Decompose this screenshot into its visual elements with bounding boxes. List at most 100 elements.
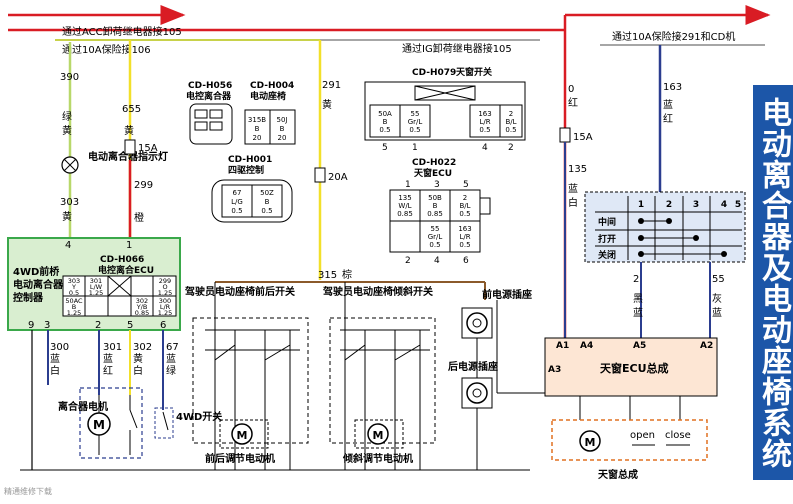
- ecu-name: 电控离合ECU: [98, 264, 154, 276]
- watermark: 精通维修下载: [4, 486, 52, 496]
- switch-4wd-icon: [162, 411, 169, 431]
- svg-text:20: 20: [253, 134, 262, 142]
- svg-text:Y: Y: [71, 283, 76, 291]
- svg-text:B: B: [72, 303, 76, 311]
- rear-socket-label: 后电源插座: [448, 360, 498, 373]
- svg-text:1: 1: [638, 200, 644, 210]
- motor-tilt-icon: M: [367, 423, 389, 445]
- w655-color: 黄: [124, 124, 134, 137]
- svg-text:Y/B: Y/B: [136, 303, 148, 311]
- h001-name: 四驱控制: [228, 164, 264, 176]
- svg-text:A4: A4: [580, 341, 593, 351]
- svg-text:315B: 315B: [248, 116, 266, 124]
- w303-num: 303: [60, 197, 79, 208]
- svg-text:Gr/L: Gr/L: [408, 118, 423, 126]
- w55-c2: 蓝: [712, 307, 722, 319]
- svg-text:5: 5: [735, 200, 741, 210]
- motor-tilt-box: [354, 419, 404, 449]
- svg-text:B: B: [280, 125, 285, 133]
- svg-text:B: B: [433, 202, 438, 210]
- svg-text:0.5: 0.5: [231, 207, 242, 215]
- w67-c2: 绿: [166, 364, 176, 377]
- svg-text:135: 135: [398, 194, 411, 202]
- w300-num: 300: [50, 342, 69, 353]
- ig-label: 通过IG卸荷继电器接105: [402, 42, 512, 55]
- svg-text:6: 6: [160, 320, 166, 331]
- svg-text:L/R: L/R: [459, 233, 470, 241]
- limit-switch-icon: [129, 395, 138, 455]
- w2-c1: 黑: [633, 293, 643, 305]
- svg-text:3: 3: [44, 320, 50, 331]
- sunroof-ecu-pins: A1 A4 A5 A2 A3: [548, 341, 713, 375]
- svg-text:2: 2: [508, 143, 514, 153]
- svg-text:B/L: B/L: [505, 118, 516, 126]
- svg-text:0.5: 0.5: [69, 289, 79, 297]
- clutch-motor-group: [79, 387, 143, 459]
- sunroof-switch-cols: 1 2 3 4 5: [638, 200, 741, 210]
- ecu-pin-1: 1: [126, 240, 132, 251]
- svg-text:0.85: 0.85: [397, 210, 413, 218]
- svg-text:A2: A2: [700, 341, 713, 351]
- svg-text:302: 302: [136, 297, 148, 305]
- svg-text:M: M: [373, 429, 384, 442]
- w315-num: 315: [318, 270, 337, 281]
- w655-num: 655: [122, 104, 141, 115]
- motor-fb-label: 前后调节电动机: [205, 452, 275, 465]
- svg-text:55: 55: [411, 110, 420, 118]
- clutch-motor-icon: M: [87, 412, 111, 436]
- seat-switch-tilt-contacts: [340, 282, 430, 470]
- rear-socket-icon: [461, 377, 493, 409]
- svg-text:20: 20: [278, 134, 287, 142]
- svg-text:W/L: W/L: [398, 202, 411, 210]
- svg-text:0.5: 0.5: [459, 241, 470, 249]
- svg-text:2: 2: [666, 200, 672, 210]
- w135-c1: 蓝: [568, 183, 578, 195]
- front-socket-label: 前电源插座: [482, 288, 532, 301]
- w299-num: 299: [134, 180, 153, 191]
- svg-text:0.5: 0.5: [505, 126, 516, 134]
- svg-text:0.85: 0.85: [427, 210, 443, 218]
- w291-num: 291: [322, 80, 341, 91]
- svg-text:300: 300: [159, 297, 171, 305]
- ecu-connector: [62, 275, 177, 317]
- switch-4wd-box: [154, 407, 174, 439]
- h079-name: 天窗开关: [456, 66, 492, 78]
- fuse106-label: 通过10A保险接106: [62, 43, 151, 56]
- h079-code: CD-H079: [412, 68, 456, 78]
- svg-text:299: 299: [159, 277, 171, 285]
- svg-text:3: 3: [693, 200, 699, 210]
- svg-text:2: 2: [509, 110, 513, 118]
- h056-name: 电控离合器: [186, 90, 232, 102]
- h056-code: CD-H056: [188, 81, 232, 91]
- svg-text:9: 9: [28, 320, 34, 331]
- sunroof-ecu-title: 天窗ECU总成: [600, 361, 669, 375]
- svg-text:67: 67: [233, 189, 242, 197]
- w291-color: 黄: [322, 98, 332, 111]
- w163-num: 163: [663, 82, 682, 93]
- w0-num: 0: [568, 84, 574, 95]
- svg-text:Gr/L: Gr/L: [428, 233, 443, 241]
- svg-text:O: O: [162, 283, 167, 291]
- clutch-motor-label: 离合器电机: [58, 400, 108, 413]
- svg-text:5: 5: [127, 320, 133, 331]
- sunroof-motor-icon: M: [579, 430, 601, 452]
- svg-text:5: 5: [382, 143, 388, 153]
- sunroof-open-label: open: [630, 430, 655, 441]
- fuse-15a-right: 15A: [573, 132, 593, 143]
- w315-color: 棕: [342, 268, 352, 281]
- svg-text:4: 4: [721, 200, 727, 210]
- w301-num: 301: [103, 342, 122, 353]
- svg-text:L/R: L/R: [479, 118, 490, 126]
- svg-text:50AC: 50AC: [65, 297, 83, 305]
- w163-c2: 红: [663, 112, 673, 125]
- fuse291-label: 通过10A保险接291和CD机: [612, 30, 735, 43]
- svg-text:1: 1: [412, 143, 418, 153]
- svg-text:打开: 打开: [598, 233, 616, 245]
- svg-text:55: 55: [431, 225, 440, 233]
- switch-4wd-label: 4WD开关: [176, 410, 222, 423]
- sunroof-ecu-box: [544, 337, 718, 397]
- svg-text:0.5: 0.5: [379, 126, 390, 134]
